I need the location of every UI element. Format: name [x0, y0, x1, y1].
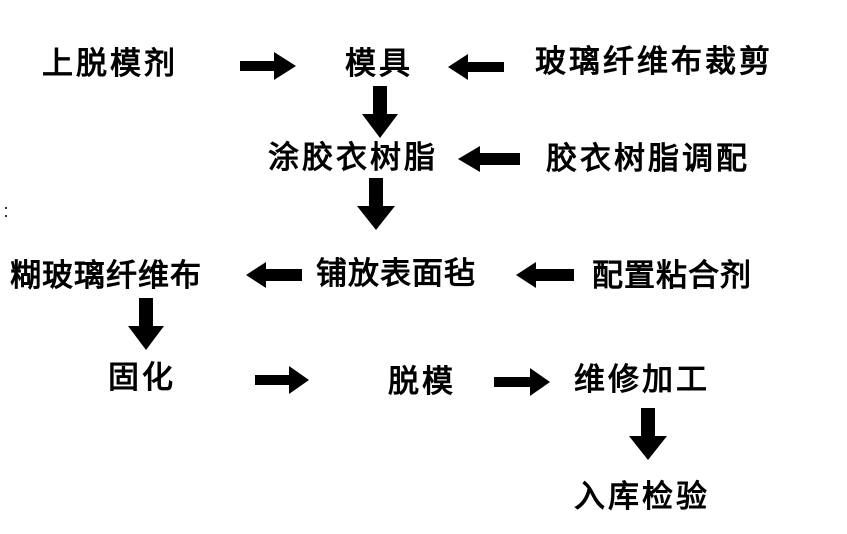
arrow-down-icon: [362, 86, 398, 138]
arrow-down-icon: [128, 298, 164, 350]
arrow-left-icon: [516, 262, 574, 288]
node-paste-glass-fiber: 糊玻璃纤维布: [10, 258, 202, 294]
node-lay-surface-mat: 铺放表面毡: [316, 256, 476, 292]
arrow-left-icon: [458, 146, 520, 172]
arrow-down-icon: [357, 178, 395, 230]
arrow-right-icon: [255, 366, 309, 394]
node-glass-fiber-cutting: 玻璃纤维布裁剪: [535, 44, 773, 80]
arrow-down-icon: [629, 408, 667, 460]
arrow-right-icon: [240, 52, 298, 80]
node-demolding: 脱模: [388, 364, 456, 400]
node-apply-gelcoat: 涂胶衣树脂: [268, 140, 438, 176]
node-prepare-adhesive: 配置粘合剂: [592, 258, 752, 294]
node-mold: 模具: [345, 46, 413, 82]
node-curing: 固化: [108, 360, 176, 396]
node-release-agent: 上脱模剂: [42, 46, 178, 82]
scan-artifact-dot: [5, 215, 7, 217]
node-gelcoat-mixing: 胶衣树脂调配: [546, 141, 750, 177]
arrow-right-icon: [494, 368, 550, 396]
node-repair-processing: 维修加工: [574, 362, 710, 398]
scan-artifact-dot: [5, 207, 7, 209]
node-inspection-storage: 入库检验: [574, 479, 710, 515]
arrow-left-icon: [246, 262, 302, 288]
arrow-left-icon: [448, 54, 504, 80]
